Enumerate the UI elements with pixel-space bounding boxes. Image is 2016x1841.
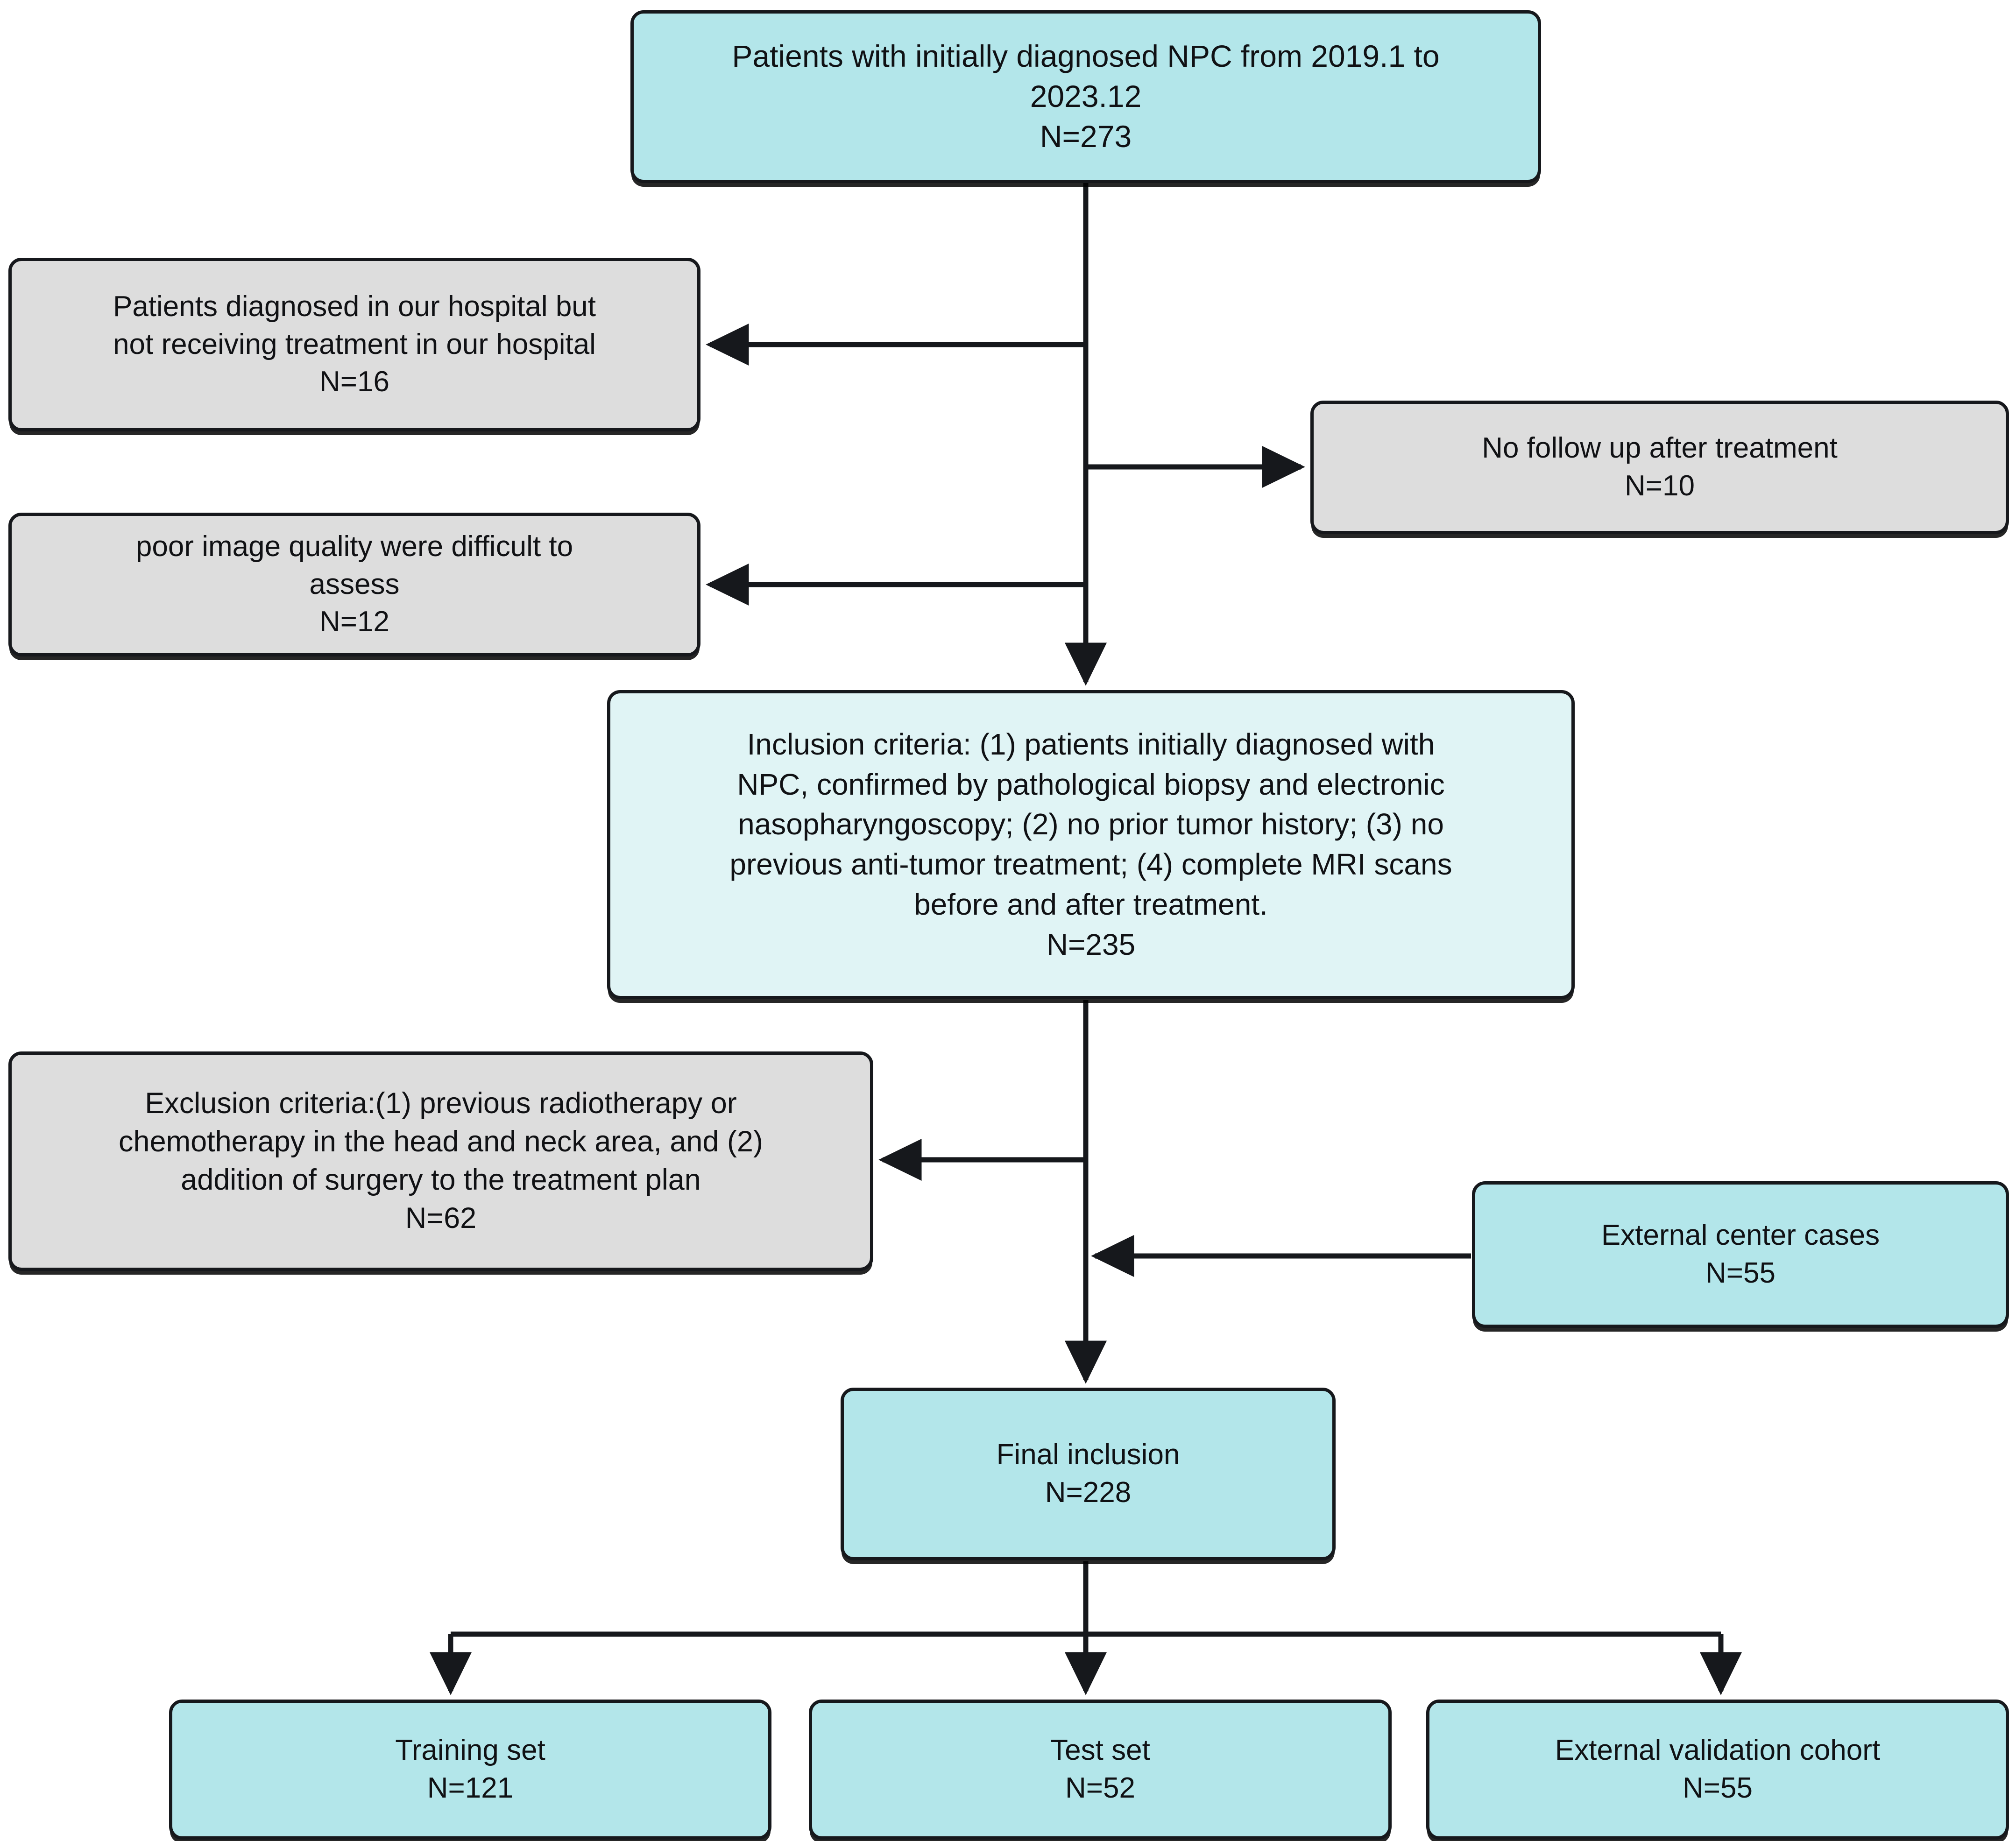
node-external-validation-cohort: External validation cohort N=55 — [1426, 1700, 2009, 1840]
node-training-set: Training set N=121 — [169, 1700, 771, 1840]
node-final-inclusion: Final inclusion N=228 — [841, 1388, 1336, 1560]
node-test-set: Test set N=52 — [809, 1700, 1392, 1840]
node-source-cohort: Patients with initially diagnosed NPC fr… — [630, 10, 1541, 183]
node-poor-image-quality: poor image quality were difficult to ass… — [8, 513, 700, 656]
node-exclusion-criteria: Exclusion criteria:(1) previous radiothe… — [8, 1051, 873, 1271]
node-not-treated-here: Patients diagnosed in our hospital but n… — [8, 258, 700, 431]
node-no-follow-up: No follow up after treatment N=10 — [1310, 401, 2009, 534]
node-inclusion-criteria: Inclusion criteria: (1) patients initial… — [607, 690, 1575, 999]
node-external-center-cases: External center cases N=55 — [1472, 1181, 2009, 1328]
